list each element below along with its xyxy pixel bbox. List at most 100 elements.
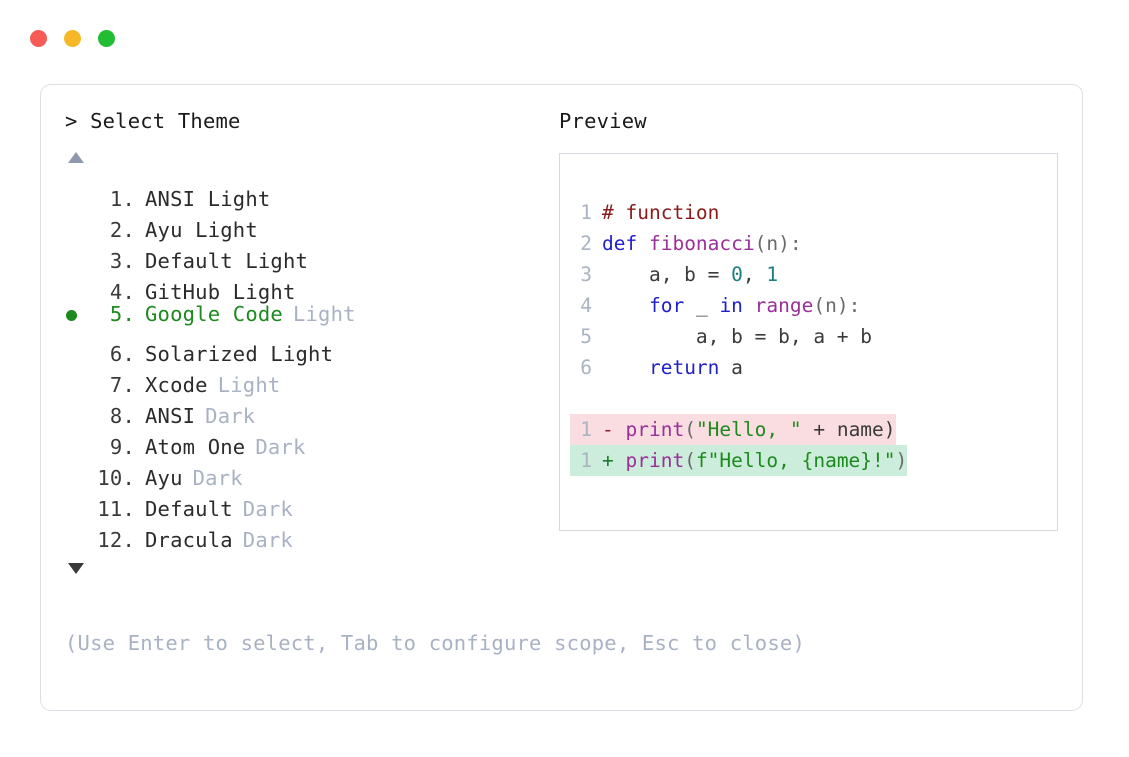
maximize-window-button[interactable] [98,30,115,47]
line-number: 2 [580,232,592,255]
code-token: ( [684,449,696,472]
theme-item-name: GitHub Light [145,280,296,304]
line-number: 4 [580,294,592,317]
theme-item-index: 4. [109,280,135,304]
code-text: # function [602,197,719,228]
preview-panel: 1 # function 2 def fibonacci(n): 3 a, b = 0,… [559,153,1058,531]
code-token: _ [684,294,720,317]
code-token: def [602,232,649,255]
code-preview: 1 # function 2 def fibonacci(n): 3 a, b = 0,… [570,197,1057,476]
close-window-button[interactable] [30,30,47,47]
theme-item-index: 7. [109,373,135,397]
bullet-placeholder [65,175,91,206]
code-token: 0 [731,263,743,286]
code-text: return a [602,352,743,383]
scroll-down-icon[interactable] [68,563,84,574]
theme-item-variant: Dark [205,404,256,428]
theme-item-name: Google Code [145,302,283,326]
theme-item-name: Default Light [145,249,309,273]
select-theme-prompt: > Select Theme [65,109,241,133]
theme-item-name: Atom One [145,435,246,459]
bullet-placeholder [65,206,91,237]
code-text: - print("Hello, " + name) [602,414,896,445]
code-text: a, b = b, a + b [602,321,872,352]
theme-item-variant: Dark [242,528,293,552]
theme-item-name: Ayu Light [145,218,258,242]
theme-list-item[interactable]: 12. Dracula Dark [65,516,535,552]
code-token: range [754,294,814,317]
line-number: 1 [580,449,592,472]
minimize-window-button[interactable] [64,30,81,47]
bullet-placeholder [65,423,91,454]
preview-title: Preview [559,109,647,133]
code-line: 4 for _ in range(n): [570,290,1057,321]
code-token: ) [895,449,908,472]
code-token: a, b = [602,263,732,286]
theme-list-item[interactable]: 4. GitHub Light [65,268,535,304]
selection-dot [66,310,77,321]
bullet-placeholder [65,361,91,392]
theme-item-variant: Light [217,373,281,397]
theme-item-variant: Dark [255,435,306,459]
code-token: (n): [754,232,802,255]
code-token: (n): [813,294,861,317]
theme-item-index: 11. [97,497,135,521]
theme-list-item[interactable]: 9. Atom One Dark [65,423,535,459]
code-token: + [602,449,626,472]
theme-list-item[interactable]: 6. Solarized Light [65,330,535,366]
code-token [602,294,649,317]
theme-item-index: 12. [97,528,135,552]
theme-item-name: ANSI Light [145,187,271,211]
code-line: 6 return a [570,352,1057,383]
theme-item-name: ANSI [145,404,196,428]
theme-item-index: 8. [109,404,135,428]
code-token [743,294,755,317]
theme-item-name: Solarized Light [145,342,334,366]
diff-added-line: 1 + print(f"Hello, {name}!") [570,445,908,476]
theme-list-item[interactable]: 8. ANSI Dark [65,392,535,428]
preview-pane: Preview 1 # function 2 def fibonacci(n): 3 a… [559,107,1058,531]
code-token: + name) [801,418,896,441]
code-line: 5 a, b = b, a + b [570,321,1057,352]
theme-item-index: 10. [97,466,135,490]
theme-list-item[interactable]: 1.ANSI Light [65,175,535,211]
theme-item-variant: Light [292,302,356,326]
theme-item-index: 6. [109,342,135,366]
theme-item-index: 3. [109,249,135,273]
diff-removed-line: 1 - print("Hello, " + name) [570,414,896,445]
bullet-placeholder [65,454,91,485]
code-text: def fibonacci(n): [602,228,802,259]
theme-item-index: 9. [109,435,135,459]
code-blank-line [570,383,1057,414]
code-text: for _ in range(n): [602,290,860,321]
line-number: 1 [580,201,592,224]
code-token: for [648,294,685,317]
line-number: 1 [580,418,592,441]
code-token [602,356,649,379]
line-number: 6 [580,356,592,379]
code-text: + print(f"Hello, {name}!") [602,445,908,476]
scroll-up-icon[interactable] [68,152,84,163]
line-number: 3 [580,263,592,286]
keyboard-hint: (Use Enter to select, Tab to configure s… [65,631,805,655]
theme-list-item[interactable]: 3. Default Light [65,237,535,273]
code-token: , [742,263,767,286]
code-token: a, b = b, a + b [602,325,873,348]
code-token: f"Hello, {name}!" [695,449,896,472]
line-number: 5 [580,325,592,348]
bullet-placeholder [65,392,91,423]
code-token: - [602,418,626,441]
code-token: print [625,418,685,441]
theme-list-item[interactable]: 2.Ayu Light [65,206,535,242]
theme-item-variant: Dark [242,497,293,521]
theme-item-name: Dracula [145,528,233,552]
code-line: 1 # function [570,197,1057,228]
